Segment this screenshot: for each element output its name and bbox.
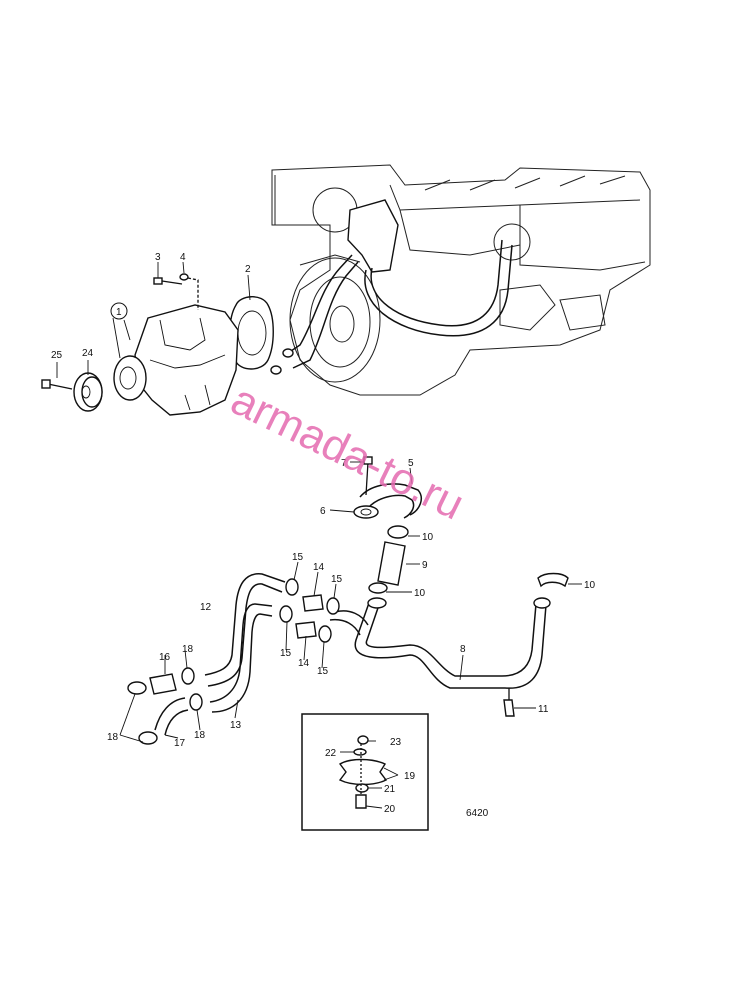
hose-clamp-15a <box>285 578 299 596</box>
label-6: 6 <box>320 506 326 517</box>
label-23: 23 <box>390 737 402 748</box>
label-12: 12 <box>200 602 212 613</box>
hose-clamp-15d <box>318 625 332 643</box>
callout-labels: 1 2 3 4 24 25 7 5 6 10 9 10 10 8 11 12 1… <box>51 252 596 819</box>
label-24: 24 <box>82 348 94 359</box>
bent-hose <box>154 697 186 731</box>
label-15-c: 15 <box>280 648 292 659</box>
label-9: 9 <box>422 560 428 571</box>
drain-cock <box>503 699 515 717</box>
hose-clamp-upper <box>387 525 409 539</box>
label-10-middle: 10 <box>414 588 426 599</box>
hose-clamp-15c <box>279 605 293 623</box>
label-11: 11 <box>538 704 549 715</box>
hose-clamp-15b <box>326 597 340 615</box>
label-16: 16 <box>159 652 171 663</box>
hose-clamp-18d <box>138 731 158 745</box>
pulley-screw <box>47 383 73 390</box>
label-14-a: 14 <box>313 562 325 573</box>
short-hose-lower <box>295 621 317 639</box>
label-3: 3 <box>155 252 161 263</box>
elbow-pipe <box>359 483 422 516</box>
label-17: 17 <box>174 738 186 749</box>
label-15-d: 15 <box>317 666 329 677</box>
pump-screw <box>153 277 163 285</box>
hose-16 <box>149 673 177 695</box>
elbow-gasket <box>353 505 379 519</box>
washer-21 <box>355 783 369 793</box>
label-1: 1 <box>116 307 122 318</box>
watermark: armada-to.ru <box>224 375 472 529</box>
label-7: 7 <box>341 458 347 469</box>
label-15-b: 15 <box>331 574 343 585</box>
screw-20 <box>355 794 367 809</box>
coolant-hose-assembly <box>127 456 569 745</box>
label-4: 4 <box>180 252 186 263</box>
label-10-top: 10 <box>422 532 434 543</box>
label-18-b: 18 <box>107 732 119 743</box>
engine-block-illustration <box>270 164 651 396</box>
hose-clamp-18b <box>181 667 195 685</box>
label-13: 13 <box>230 720 242 731</box>
nut-23 <box>357 735 369 745</box>
long-pipe-lower <box>209 603 273 703</box>
pump-washer <box>179 273 189 281</box>
label-14-b: 14 <box>298 658 310 669</box>
connecting-hose <box>377 541 406 586</box>
bracket-19 <box>338 758 388 786</box>
label-8: 8 <box>460 644 466 655</box>
label-19: 19 <box>404 771 416 782</box>
coolant-pipe <box>354 599 547 689</box>
label-10-right: 10 <box>584 580 596 591</box>
label-21: 21 <box>384 784 396 795</box>
water-pump-assembly <box>41 273 274 416</box>
label-18-a: 18 <box>182 644 194 655</box>
label-22: 22 <box>325 748 337 759</box>
leader-lines <box>56 261 582 809</box>
label-25: 25 <box>51 350 63 361</box>
hose-clamp-18c <box>189 693 203 711</box>
hose-clamp-right <box>537 572 569 588</box>
detail-inset <box>301 713 429 831</box>
hose-clamp-middle <box>368 582 388 594</box>
elbow-screw <box>363 456 373 465</box>
label-15-a: 15 <box>292 552 304 563</box>
label-5: 5 <box>408 458 414 469</box>
figure-number: 6420 <box>466 808 489 819</box>
label-2: 2 <box>245 264 251 275</box>
washer-22 <box>353 748 367 756</box>
hose-clamp-18a <box>127 681 147 695</box>
long-pipe-upper <box>204 573 286 676</box>
short-hose-upper <box>302 594 324 612</box>
label-18-c: 18 <box>194 730 206 741</box>
label-20: 20 <box>384 804 396 815</box>
